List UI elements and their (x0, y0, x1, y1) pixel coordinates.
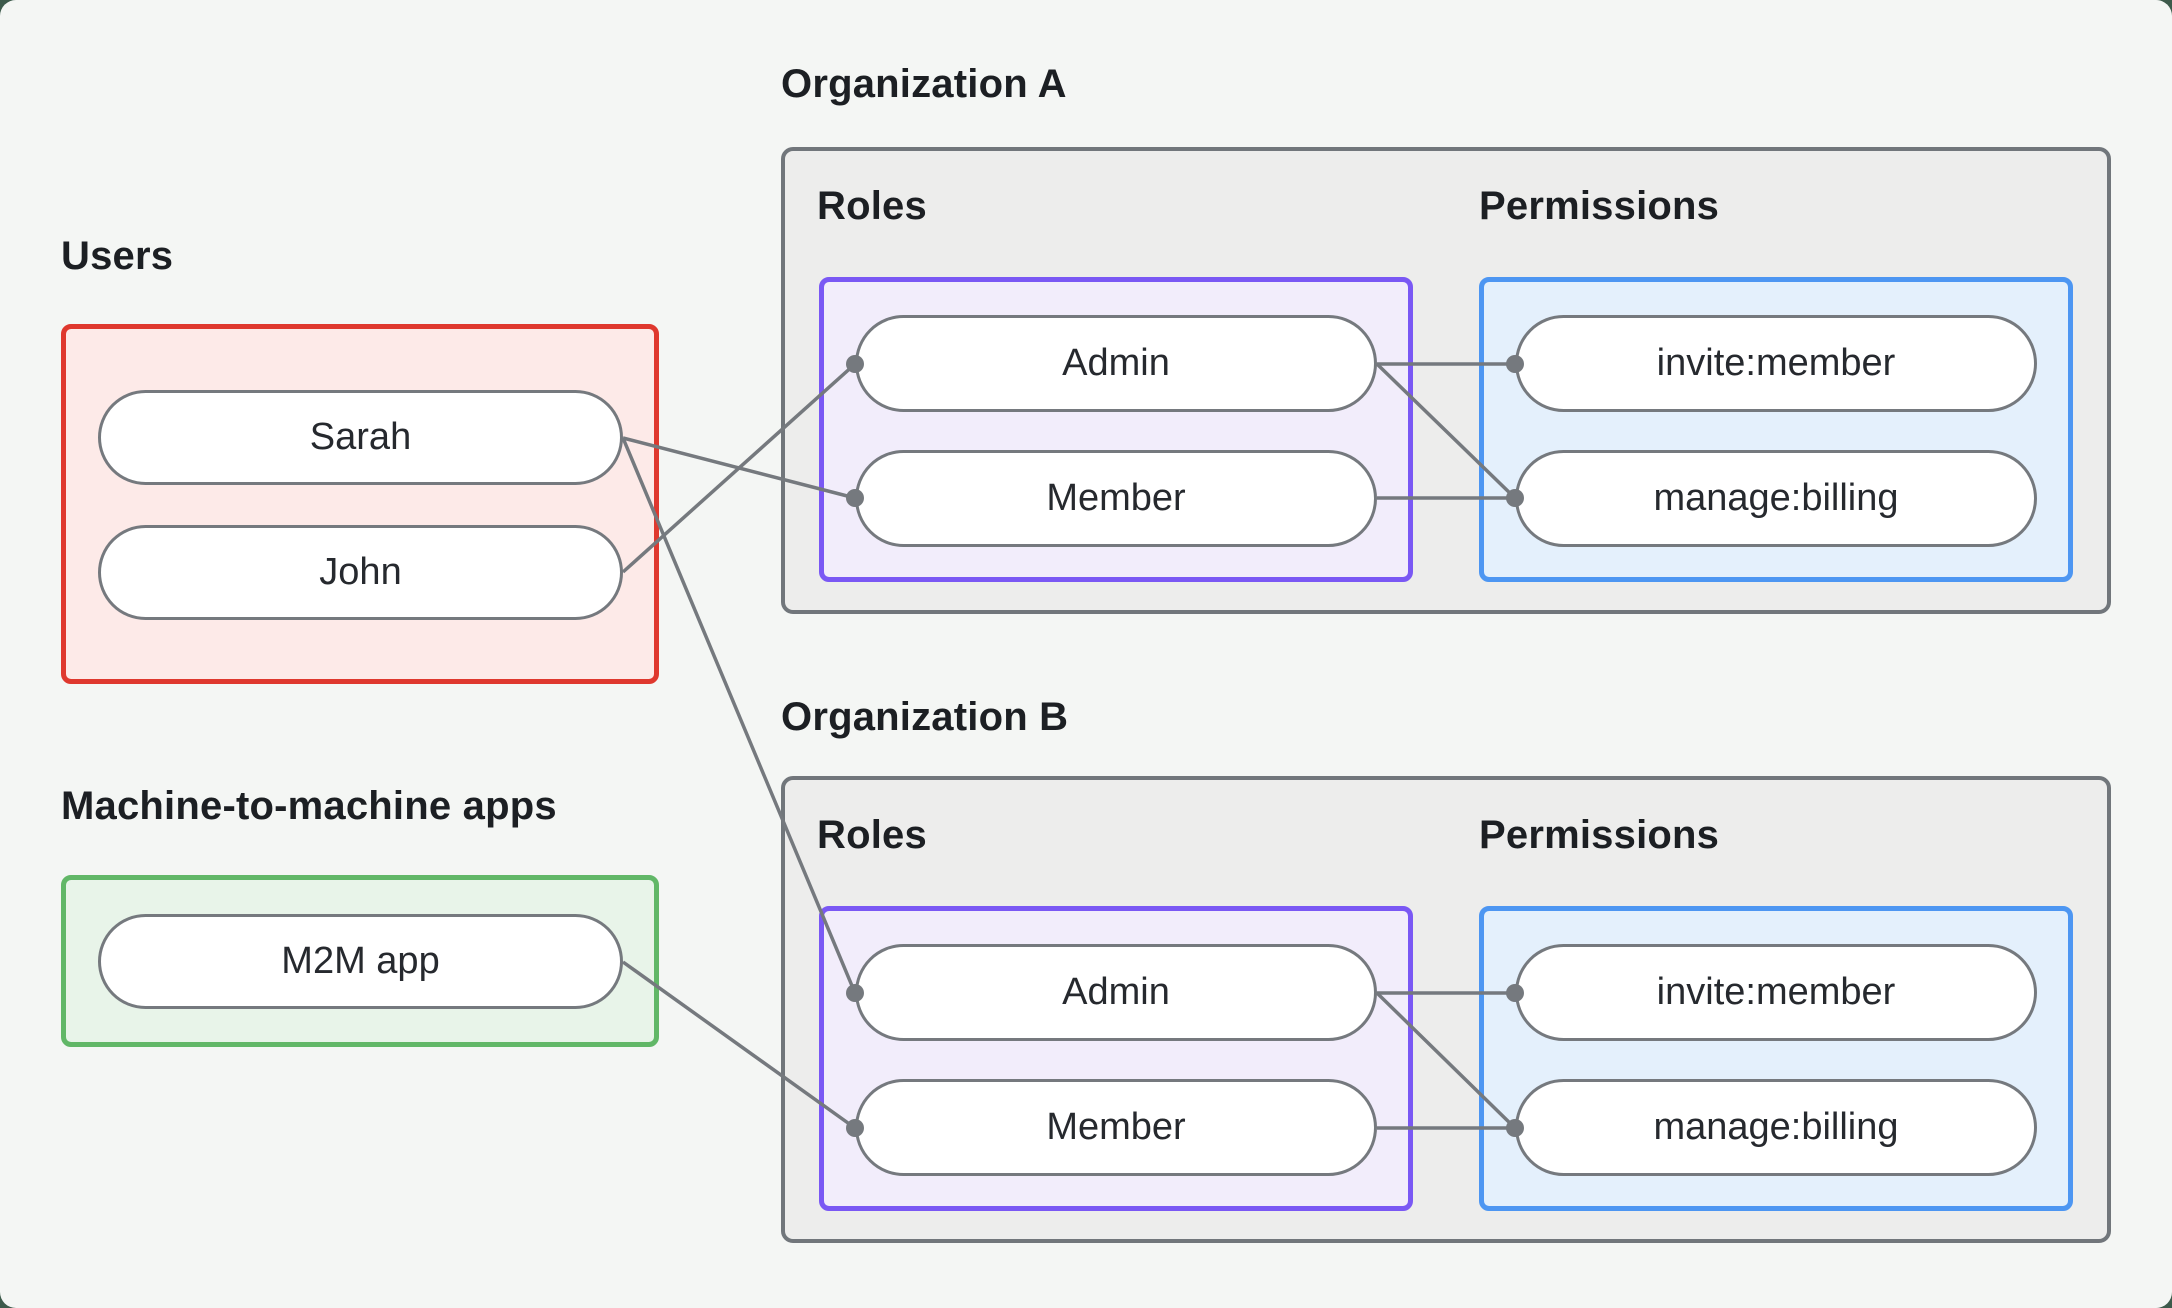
users-label: Users (61, 234, 174, 278)
org-b-role-pill-admin: Admin (855, 944, 1377, 1041)
org-a-perm-pill-invite-member: invite:member (1515, 315, 2037, 412)
org-a-perm-pill-manage-billing: manage:billing (1515, 450, 2037, 547)
org-a-perm-invite-member-label: invite:member (1656, 342, 1896, 384)
m2m-label: Machine-to-machine apps (61, 784, 557, 828)
org-a-title: Organization A (781, 62, 1067, 106)
user-pill-sarah-label: Sarah (309, 416, 412, 458)
user-pill-sarah: Sarah (98, 390, 623, 485)
m2m-pill-app-label: M2M app (281, 940, 440, 982)
user-pill-john-label: John (319, 551, 402, 593)
org-a-permissions-label: Permissions (1479, 184, 1720, 228)
org-a-perm-manage-billing-label: manage:billing (1653, 477, 1899, 519)
org-b-permissions-label: Permissions (1479, 813, 1720, 857)
org-a-role-member-label: Member (1046, 477, 1186, 519)
users-group-box (61, 324, 659, 684)
org-b-perm-pill-manage-billing: manage:billing (1515, 1079, 2037, 1176)
org-b-roles-label: Roles (817, 813, 927, 857)
m2m-pill-app: M2M app (98, 914, 623, 1009)
org-a-roles-label: Roles (817, 184, 927, 228)
org-a-role-admin-label: Admin (1062, 342, 1170, 384)
user-pill-john: John (98, 525, 623, 620)
org-b-role-pill-member: Member (855, 1079, 1377, 1176)
org-a-role-pill-member: Member (855, 450, 1377, 547)
org-b-perm-manage-billing-label: manage:billing (1653, 1106, 1899, 1148)
org-b-title: Organization B (781, 695, 1069, 739)
org-b-perm-pill-invite-member: invite:member (1515, 944, 2037, 1041)
org-b-role-member-label: Member (1046, 1106, 1186, 1148)
org-a-role-pill-admin: Admin (855, 315, 1377, 412)
org-b-role-admin-label: Admin (1062, 971, 1170, 1013)
org-b-perm-invite-member-label: invite:member (1656, 971, 1896, 1013)
